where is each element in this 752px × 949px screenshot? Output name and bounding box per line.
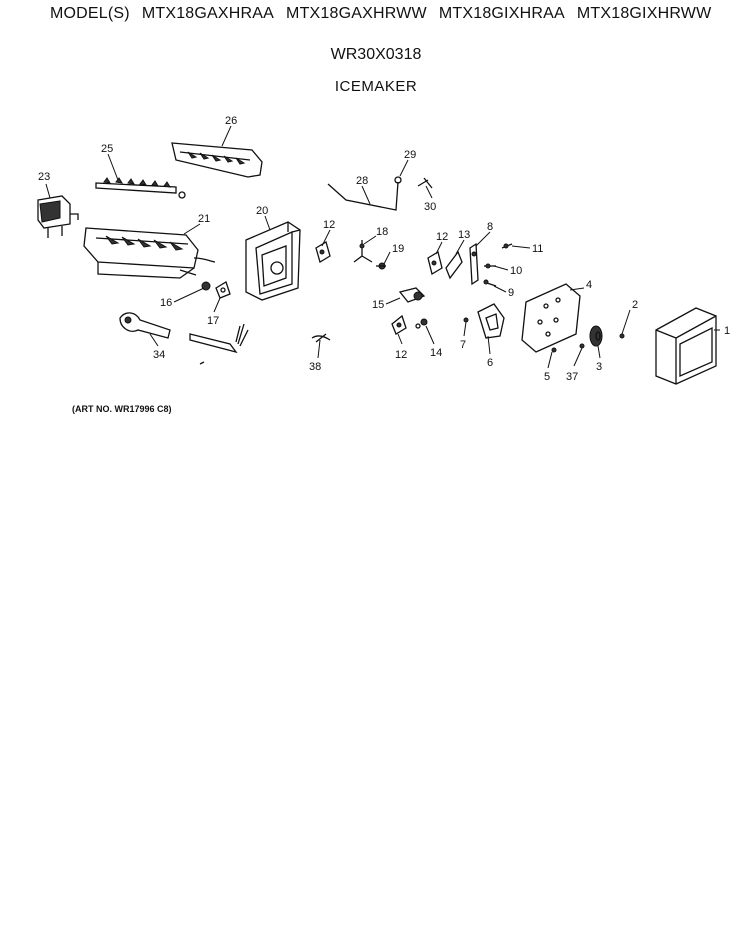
part-14-screw xyxy=(415,318,428,329)
part-20-housing xyxy=(245,221,301,301)
callout-12-a: 12 xyxy=(323,219,335,231)
model-4: MTX18GIXHRWW xyxy=(576,5,712,22)
part-number: WR30X0318 xyxy=(330,46,422,63)
callout-9: 9 xyxy=(508,287,514,299)
wire-harness xyxy=(189,323,249,365)
callout-23: 23 xyxy=(38,171,50,183)
part-4-plate xyxy=(521,283,581,353)
callout-20: 20 xyxy=(256,205,268,217)
callout-12-c: 12 xyxy=(395,349,407,361)
callout-8: 8 xyxy=(487,221,493,233)
model-list: MODEL(S) MTX18GAXHRAA MTX18GAXHRWW MTX18GIX… xyxy=(50,5,723,23)
part-9-screw xyxy=(483,279,497,287)
part-30-clip xyxy=(417,177,433,189)
callout-16: 16 xyxy=(160,297,172,309)
model-3: MTX18GIXHRAA xyxy=(438,5,565,22)
part-34-fill-tube xyxy=(119,312,171,339)
callout-28: 28 xyxy=(356,175,368,187)
callout-2: 2 xyxy=(632,299,638,311)
callout-4: 4 xyxy=(586,279,592,291)
callout-29: 29 xyxy=(404,149,416,161)
part-7-screw xyxy=(463,317,469,323)
part-13-plate xyxy=(445,250,463,280)
callout-25: 25 xyxy=(101,143,113,155)
part-18-lever xyxy=(353,240,373,263)
callout-18: 18 xyxy=(376,226,388,238)
part-6-motor xyxy=(477,303,505,339)
part-38-clip xyxy=(311,333,331,343)
part-3-gear xyxy=(589,325,603,347)
part-8-gear xyxy=(469,242,479,286)
part-2-screw xyxy=(619,333,625,339)
callout-11: 11 xyxy=(532,243,543,255)
part-26-stripper xyxy=(171,142,263,178)
callout-34: 34 xyxy=(153,349,165,361)
callout-12-b: 12 xyxy=(436,231,448,243)
leader-lines xyxy=(45,125,720,369)
callout-21: 21 xyxy=(198,213,210,225)
part-15-switch xyxy=(398,287,426,303)
callout-26: 26 xyxy=(225,115,237,127)
callout-1: 1 xyxy=(724,325,730,337)
part-23-fill-cup xyxy=(37,195,79,238)
callout-13: 13 xyxy=(458,229,470,241)
callout-17: 17 xyxy=(207,315,219,327)
part-25-ejector xyxy=(95,177,186,199)
callout-10: 10 xyxy=(510,265,522,277)
callout-19: 19 xyxy=(392,243,404,255)
part-17-cam xyxy=(215,281,231,299)
callout-5: 5 xyxy=(544,371,550,383)
art-number: (ART NO. WR17996 C8) xyxy=(72,404,172,414)
model-2: MTX18GAXHRWW xyxy=(286,5,427,22)
callout-labels: 1 2 3 4 5 6 7 8 9 10 11 12 12 12 13 14 1… xyxy=(38,115,730,383)
callout-6: 6 xyxy=(487,357,493,369)
part-1-cover xyxy=(655,307,717,385)
callout-7: 7 xyxy=(460,339,466,351)
diagram-title: ICEMAKER xyxy=(334,78,418,95)
callout-14: 14 xyxy=(430,347,442,359)
part-37-screw xyxy=(579,343,585,349)
callout-15: 15 xyxy=(372,299,384,311)
part-11-spring xyxy=(501,243,513,249)
part-21-mold xyxy=(83,227,216,279)
callout-37: 37 xyxy=(566,371,578,383)
part-19-screw xyxy=(376,262,386,270)
part-12-c xyxy=(391,314,407,335)
callout-38: 38 xyxy=(309,361,321,373)
part-12-b xyxy=(427,250,443,276)
models-prefix: MODEL(S) xyxy=(50,5,130,22)
part-28-arm xyxy=(327,176,402,211)
callout-30: 30 xyxy=(424,201,436,213)
part-5-screw xyxy=(551,347,557,353)
model-1: MTX18GAXHRAA xyxy=(141,5,275,22)
callout-3: 3 xyxy=(596,361,602,373)
